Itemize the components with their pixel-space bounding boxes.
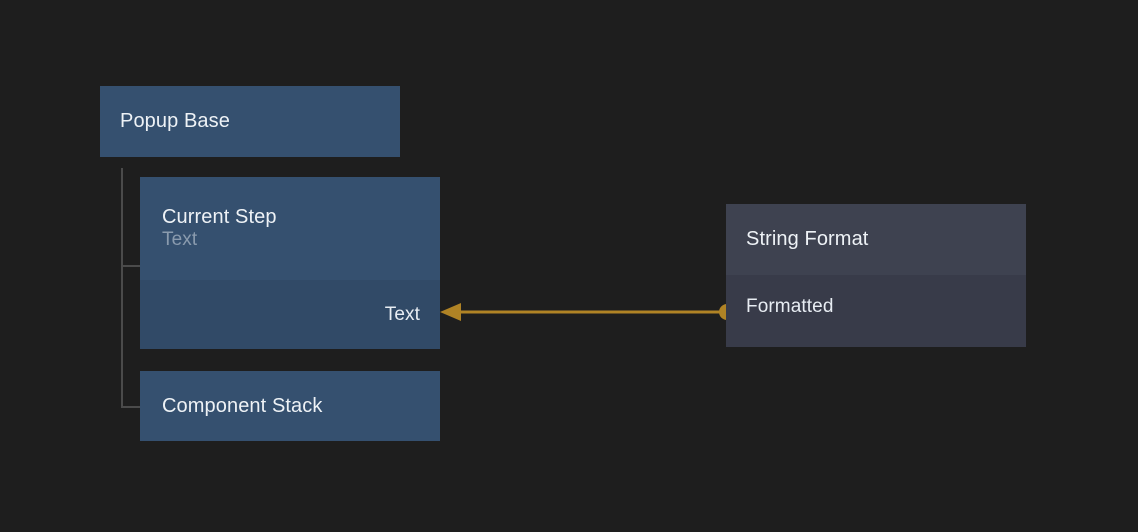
node-current-step-body: Text	[140, 280, 440, 349]
tree-branch-stub-component-stack	[121, 406, 140, 408]
port-string-format-formatted[interactable]: Formatted	[726, 296, 1026, 318]
node-current-step-header: Current Step Text	[140, 177, 440, 280]
edge-arrowhead-icon	[440, 303, 461, 321]
tree-branch-stub-current-step	[121, 265, 140, 267]
node-string-format[interactable]: String Format Formatted	[726, 204, 1026, 347]
port-string-format-formatted-label: Formatted	[746, 296, 834, 317]
node-string-format-body: Formatted	[726, 275, 1026, 347]
port-current-step-text[interactable]: Text	[140, 304, 440, 326]
node-popup-base[interactable]: Popup Base	[100, 86, 400, 157]
node-current-step-subtitle: Text	[162, 228, 198, 250]
port-current-step-text-label: Text	[384, 304, 420, 325]
node-component-stack-title: Component Stack	[162, 394, 323, 417]
tree-trunk-line	[121, 168, 123, 408]
node-current-step[interactable]: Current Step Text Text	[140, 177, 440, 349]
node-current-step-title: Current Step	[162, 205, 277, 228]
node-component-stack-header: Component Stack	[140, 371, 440, 441]
node-popup-base-title: Popup Base	[120, 110, 230, 132]
node-popup-base-header: Popup Base	[100, 86, 400, 157]
node-string-format-title: String Format	[746, 228, 869, 250]
node-component-stack[interactable]: Component Stack	[140, 371, 440, 441]
node-string-format-header: String Format	[726, 204, 1026, 275]
